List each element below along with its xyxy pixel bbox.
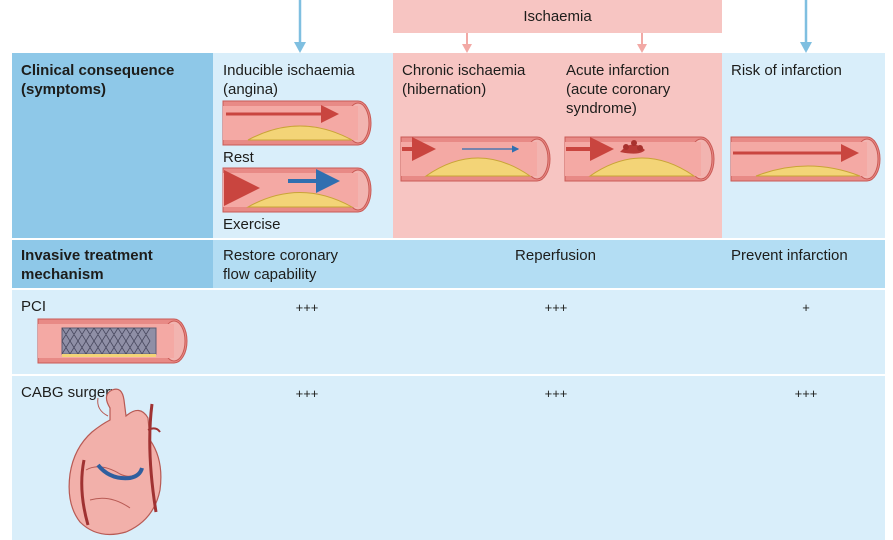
vessel-exercise-icon bbox=[222, 167, 372, 213]
clinical-label-cell bbox=[12, 53, 213, 238]
clinical-label-line2: (symptoms) bbox=[21, 81, 107, 98]
mechanism-label-line1: Invasive treatment bbox=[21, 247, 153, 264]
chronic-ischaemia-subtitle: (hibernation) bbox=[402, 81, 487, 98]
clinical-label-line1: Clinical consequence bbox=[21, 62, 175, 79]
pci-stent-vessel-icon bbox=[37, 318, 188, 364]
mechanism-label-cell bbox=[12, 240, 213, 288]
inducible-ischaemia-subtitle: (angina) bbox=[223, 81, 279, 98]
pci-col23-score: +++ bbox=[544, 300, 568, 315]
pci-col4-score: + bbox=[802, 300, 810, 315]
acute-infarction-line3: syndrome) bbox=[566, 100, 637, 117]
restore-flow-line1: Restore coronary bbox=[223, 247, 339, 264]
cabg-heart-icon bbox=[68, 388, 162, 535]
ischaemia-banner-label: Ischaemia bbox=[523, 8, 592, 25]
pci-label: PCI bbox=[21, 298, 47, 315]
rest-label: Rest bbox=[223, 149, 254, 166]
mechanism-label-line2: mechanism bbox=[21, 266, 104, 283]
cabg-label: CABG surgery bbox=[21, 384, 118, 401]
mechanism-values-cell bbox=[213, 240, 885, 288]
risk-of-infarction-title: Risk of infarction bbox=[731, 62, 842, 79]
ischaemia-banner bbox=[393, 0, 722, 33]
acute-infarction-title: Acute infarction bbox=[566, 62, 670, 79]
cabg-col23-score: +++ bbox=[544, 386, 568, 401]
pci-col1-score: +++ bbox=[295, 300, 319, 315]
vessel-acute-icon bbox=[564, 136, 715, 182]
prevent-infarction-label: Prevent infarction bbox=[731, 247, 848, 264]
chronic-ischaemia-title: Chronic ischaemia bbox=[402, 62, 526, 79]
left-blue-down-arrow bbox=[294, 0, 306, 53]
pink-down-arrow-chronic bbox=[462, 33, 472, 53]
vessel-rest-icon bbox=[222, 100, 372, 146]
pink-down-arrow-acute bbox=[637, 33, 647, 53]
acute-infarction-line2: (acute coronary bbox=[566, 81, 671, 98]
cabg-col4-score: +++ bbox=[794, 386, 818, 401]
vessel-chronic-icon bbox=[400, 136, 551, 182]
right-blue-down-arrow bbox=[800, 0, 812, 53]
restore-flow-line2: flow capability bbox=[223, 266, 317, 283]
cabg-col1-score: +++ bbox=[295, 386, 319, 401]
vessel-risk-icon bbox=[730, 136, 881, 182]
exercise-label: Exercise bbox=[223, 216, 281, 233]
inducible-ischaemia-title: Inducible ischaemia bbox=[223, 62, 355, 79]
reperfusion-label: Reperfusion bbox=[515, 247, 596, 264]
